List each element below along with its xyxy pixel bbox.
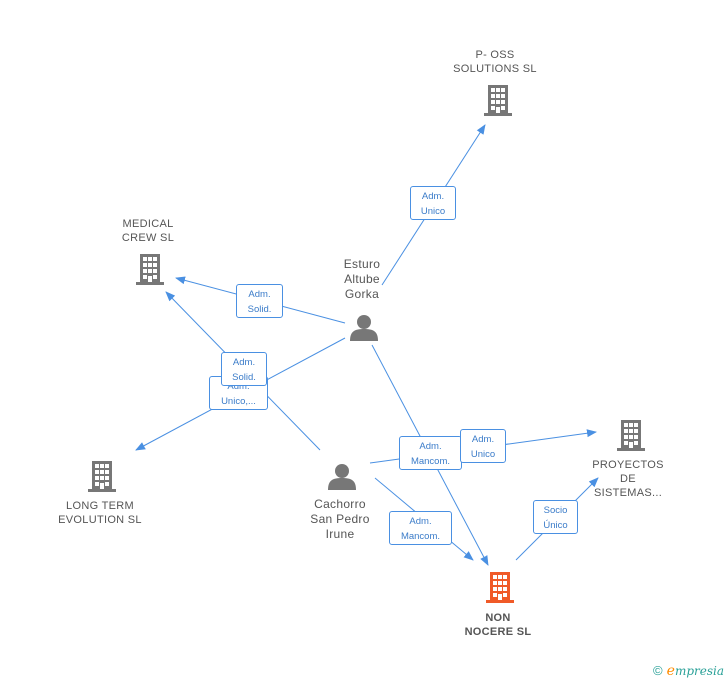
- copyright-icon: ©: [653, 663, 663, 678]
- building-icon-nonnocere: [486, 572, 514, 603]
- edge-label-adm-solid-cachorro: Adm.Solid.: [221, 352, 267, 386]
- edge-label-adm-mancom-cachorro: Adm.Mancom.: [389, 511, 452, 545]
- edge-label-adm-mancom-esturo: Adm.Mancom.: [399, 436, 462, 470]
- edge-label-adm-unico-poss: Adm.Unico: [410, 186, 456, 220]
- building-icon-longterm: [88, 461, 116, 492]
- building-icon-poss: [484, 85, 512, 116]
- empresia-watermark[interactable]: ©empresia: [653, 663, 724, 679]
- edge-label-adm-solid-medical: Adm.Solid.: [236, 284, 283, 318]
- person-icon-cachorro: [328, 464, 356, 490]
- person-icon-esturo: [350, 315, 378, 341]
- building-icon-proyectos: [617, 420, 645, 451]
- edge-label-adm-unico-proyectos: Adm.Unico: [460, 429, 506, 463]
- building-icon-medical: [136, 254, 164, 285]
